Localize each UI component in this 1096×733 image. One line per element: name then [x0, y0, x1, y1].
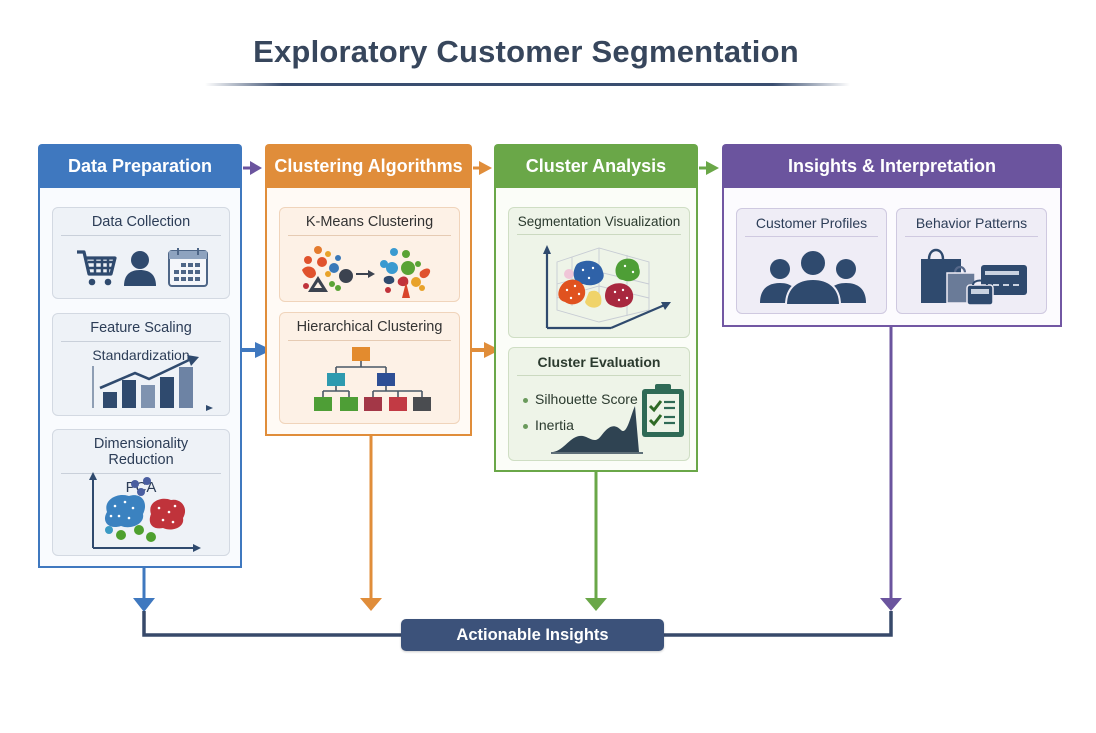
card-title: Customer Profiles: [745, 209, 878, 237]
bullet-item: Inertia: [523, 412, 638, 438]
card-title: Cluster Evaluation: [517, 348, 681, 376]
pca-scatter-icon: [89, 472, 201, 552]
calendar-icon: [168, 248, 208, 287]
arrow-analysis-to-insights: [699, 161, 719, 175]
card-title: Hierarchical Clustering: [288, 313, 451, 341]
card-title: Feature Scaling: [61, 314, 221, 342]
arrow-clustering-down: [360, 436, 382, 611]
shopping-cart-icon: [77, 250, 117, 286]
person-icon: [124, 251, 156, 286]
arrow-prep-to-clustering: [243, 161, 262, 175]
dendrogram-tree-icon: [314, 347, 431, 411]
stage-insights-interpretation: Insights & Interpretation Customer Profi…: [722, 144, 1062, 327]
card-segmentation-visualization: Segmentation Visualization: [508, 207, 690, 338]
stage-header: Insights & Interpretation: [722, 144, 1062, 188]
arrow-analysis-down: [585, 472, 607, 611]
stage-cluster-analysis: Cluster Analysis Segmentation Visualizat…: [494, 144, 698, 472]
3d-cluster-plot-icon: [543, 245, 671, 330]
evaluation-metrics-list: Silhouette Score Inertia: [523, 386, 638, 438]
card-title: Data Collection: [61, 208, 221, 236]
kmeans-icon: [302, 246, 431, 298]
stage-header: Data Preparation: [38, 144, 242, 188]
shopping-bags-card-icon: [921, 248, 1027, 306]
title-underline: [205, 83, 850, 86]
bar-chart-trend-icon: [92, 355, 213, 411]
card-kmeans-clustering: K-Means Clustering: [279, 207, 460, 302]
arrow-prep-down: [133, 568, 155, 612]
card-hierarchical-clustering: Hierarchical Clustering: [279, 312, 460, 424]
card-cluster-evaluation: Cluster Evaluation Silhouette Score Iner…: [508, 347, 690, 461]
card-customer-profiles: Customer Profiles: [736, 208, 887, 314]
arrow-clustering-to-analysis: [473, 161, 492, 175]
bullet-dot: [523, 397, 528, 403]
stage-clustering-algorithms: Clustering Algorithms K-Means Clustering…: [265, 144, 472, 436]
card-feature-scaling: Feature Scaling Standardization: [52, 313, 230, 416]
card-title: K-Means Clustering: [288, 208, 451, 236]
card-title: Dimensionality Reduction: [61, 430, 221, 474]
card-title: Behavior Patterns: [905, 209, 1038, 237]
user-group-icon: [760, 249, 866, 305]
area-chart-icon: [551, 406, 643, 454]
card-data-collection: Data Collection: [52, 207, 230, 299]
card-behavior-patterns: Behavior Patterns: [896, 208, 1047, 314]
bullet-dot: [523, 423, 528, 429]
bullet-item: Silhouette Score: [523, 386, 638, 412]
card-subtitle: Standardization: [92, 347, 190, 363]
diagram-title: Exploratory Customer Segmentation: [253, 34, 799, 69]
stage-header: Clustering Algorithms: [265, 144, 472, 188]
checklist-clipboard-icon: [642, 384, 684, 437]
arrow-insights-down: [880, 327, 902, 611]
stage-data-preparation: Data Preparation Data Collection Feature…: [38, 144, 242, 568]
stage-header: Cluster Analysis: [494, 144, 698, 188]
card-dimensionality-reduction: Dimensionality Reduction PCA: [52, 429, 230, 556]
actionable-insights-button[interactable]: Actionable Insights: [401, 619, 664, 651]
card-title: Segmentation Visualization: [517, 208, 681, 235]
